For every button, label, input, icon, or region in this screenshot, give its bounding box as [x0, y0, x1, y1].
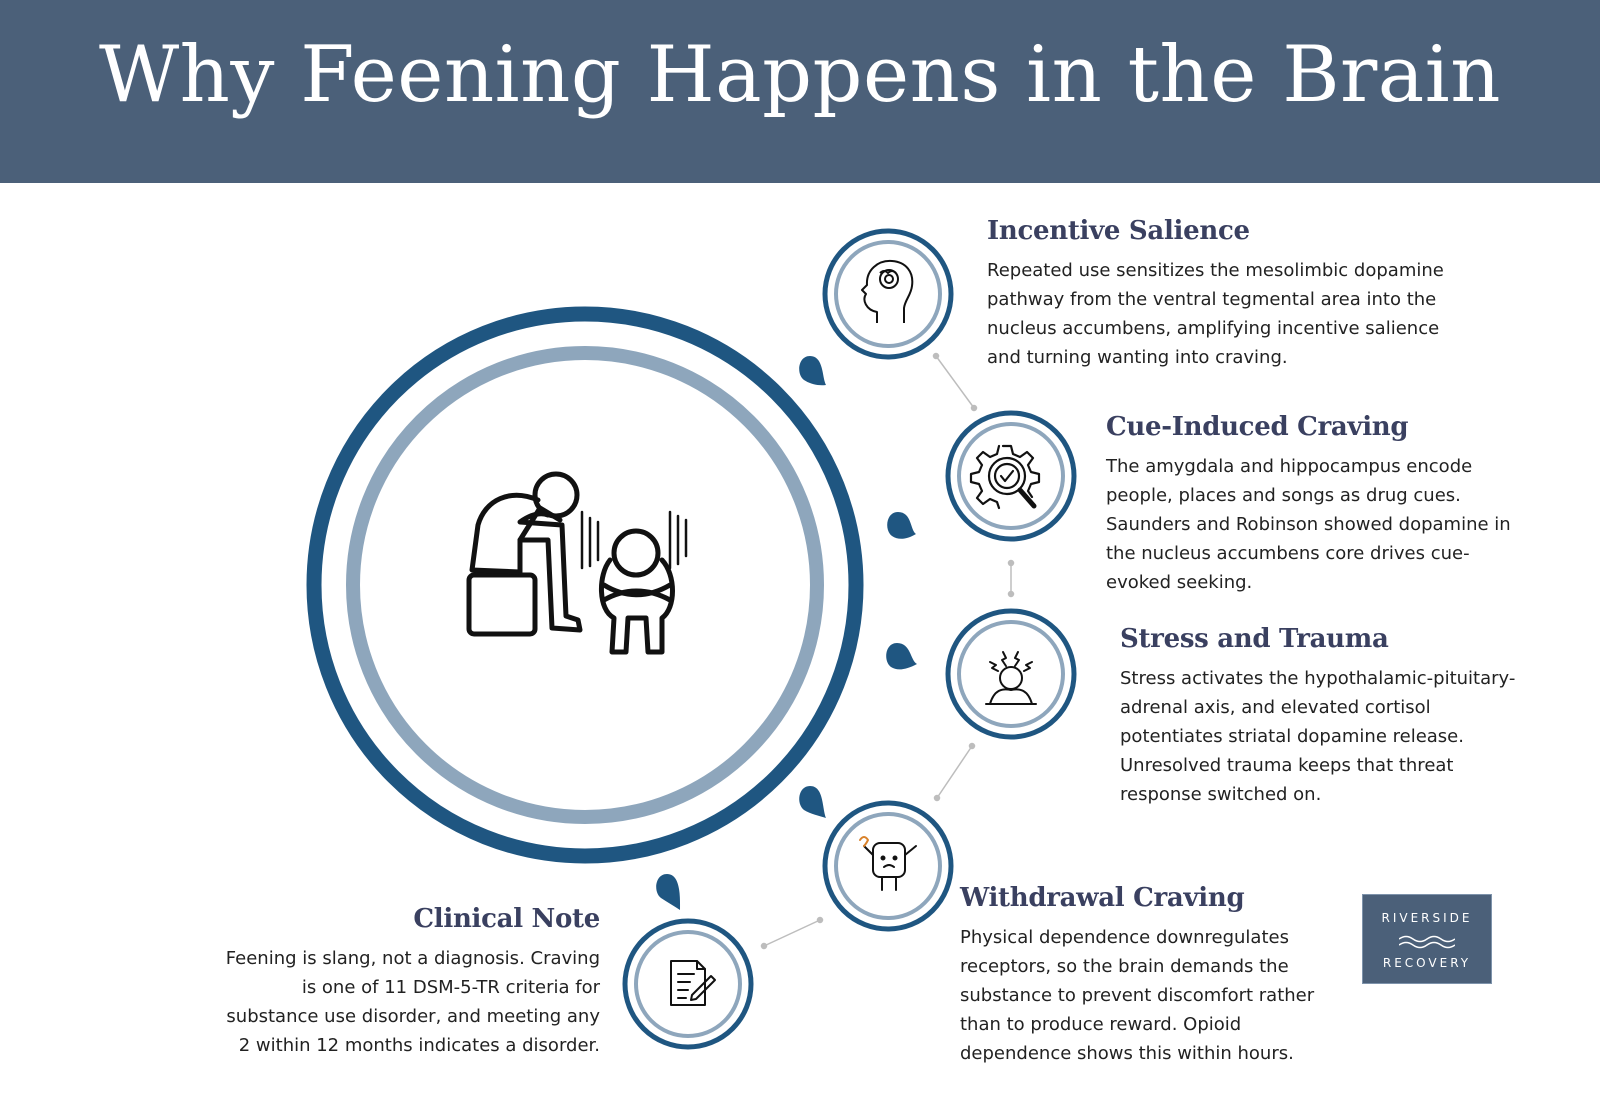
teardrop-marker	[887, 512, 916, 539]
teardrop-marker	[799, 356, 826, 386]
section-text: Stress activates the hypothalamic-pituit…	[1120, 668, 1516, 805]
section-text: Feening is slang, not a diagnosis. Cravi…	[225, 948, 600, 1056]
node-cue-induced-craving	[945, 410, 1077, 542]
logo-line-1: RIVERSIDE	[1381, 911, 1473, 925]
distressed-figures-icon	[466, 471, 688, 655]
brain-icon	[861, 259, 914, 323]
section-stress-and-trauma: Stress and Trauma Stress activates the h…	[1120, 624, 1525, 809]
stressed-person-icon	[985, 651, 1037, 705]
logo-line-2: RECOVERY	[1382, 956, 1472, 970]
teardrop-marker	[886, 643, 917, 670]
section-title: Clinical Note	[413, 904, 600, 934]
header-banner: Why Feening Happens in the Brain	[0, 0, 1600, 183]
section-text: The amygdala and hippocampus encode peop…	[1106, 456, 1511, 593]
node-withdrawal-craving	[822, 800, 954, 932]
section-text: Physical dependence downregulates recept…	[960, 927, 1315, 1064]
central-circle	[306, 306, 864, 864]
wave-icon	[1399, 935, 1455, 949]
teardrop-marker	[799, 786, 826, 818]
section-cue-induced-craving: Cue-Induced Craving The amygdala and hip…	[1106, 412, 1512, 597]
node-clinical-note	[622, 918, 754, 1050]
withdrawal-character-icon	[859, 836, 917, 891]
node-stress-and-trauma	[945, 608, 1077, 740]
section-title: Stress and Trauma	[1120, 624, 1389, 654]
section-title: Cue-Induced Craving	[1106, 412, 1409, 442]
section-text: Repeated use sensitizes the mesolimbic d…	[987, 260, 1444, 368]
clipboard-icon	[670, 960, 716, 1006]
riverside-recovery-logo: RIVERSIDE RECOVERY	[1362, 894, 1492, 984]
section-incentive-salience: Incentive Salience Repeated use sensitiz…	[987, 216, 1467, 372]
section-title: Incentive Salience	[987, 216, 1250, 246]
teardrop-markers	[656, 356, 917, 910]
section-withdrawal-craving: Withdrawal Craving Physical dependence d…	[960, 883, 1328, 1068]
teardrop-marker	[656, 874, 681, 910]
connector-lines	[760, 352, 1015, 950]
node-incentive-salience	[822, 228, 954, 360]
section-title: Withdrawal Craving	[960, 883, 1245, 913]
section-clinical-note: Clinical Note Feening is slang, not a di…	[210, 904, 601, 1060]
gear-magnifier-icon	[969, 444, 1041, 510]
page-title: Why Feening Happens in the Brain	[99, 30, 1501, 120]
